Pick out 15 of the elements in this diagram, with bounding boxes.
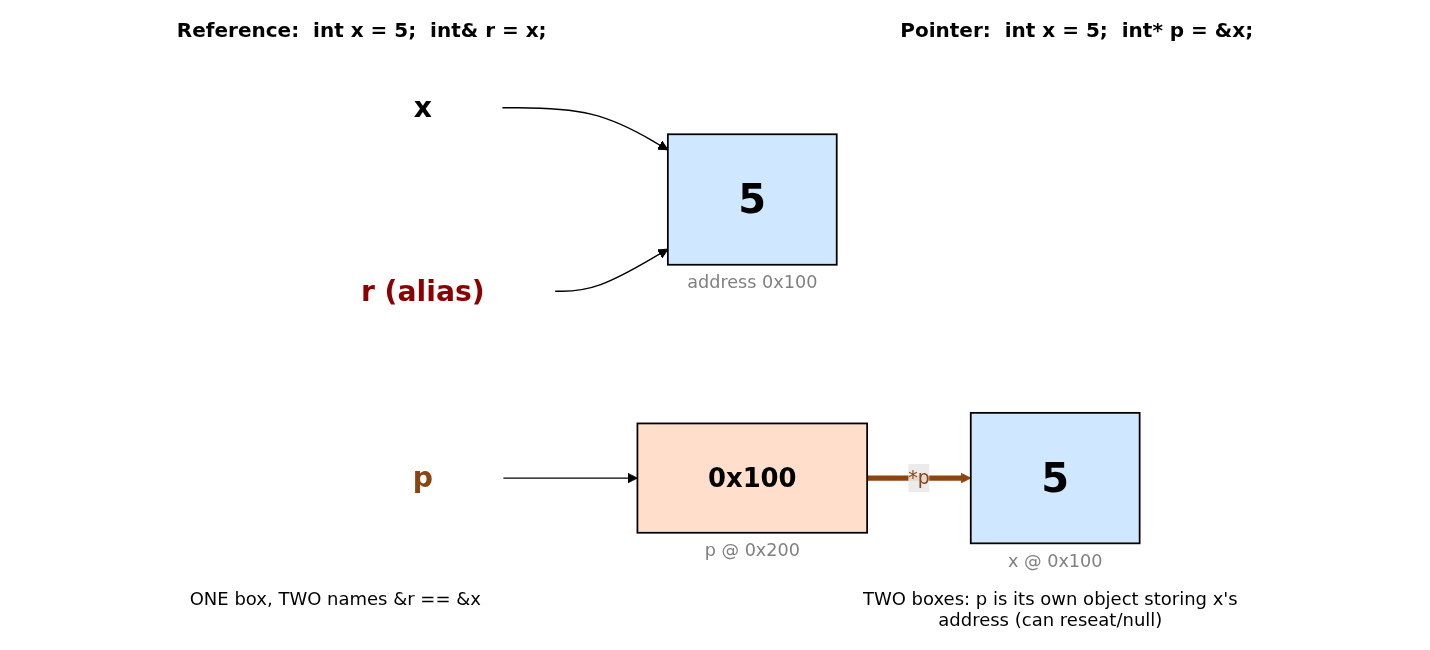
edge-label: *p [908, 466, 930, 489]
node-box: 0x100 [636, 422, 868, 534]
arrow [502, 472, 638, 484]
address-note: address 0x100 [687, 272, 818, 293]
node-text: p [412, 461, 433, 495]
panel-title: Reference: int x = 5; int& r = x; [176, 18, 547, 42]
address-note: p @ 0x200 [704, 540, 800, 561]
node-box: 5 [666, 133, 838, 266]
panel-title: Pointer: int x = 5; int* p = &x; [900, 18, 1254, 42]
node-text: x [413, 91, 432, 125]
panel-caption: ONE box, TWO names &r == &x [189, 588, 481, 611]
node-text: r (alias) [360, 274, 485, 308]
panel-caption: TWO boxes: p is its own object storing x's address (can reseat/null) [861, 588, 1239, 630]
node-box: 5 [969, 412, 1141, 545]
address-note: x @ 0x100 [1007, 550, 1103, 571]
